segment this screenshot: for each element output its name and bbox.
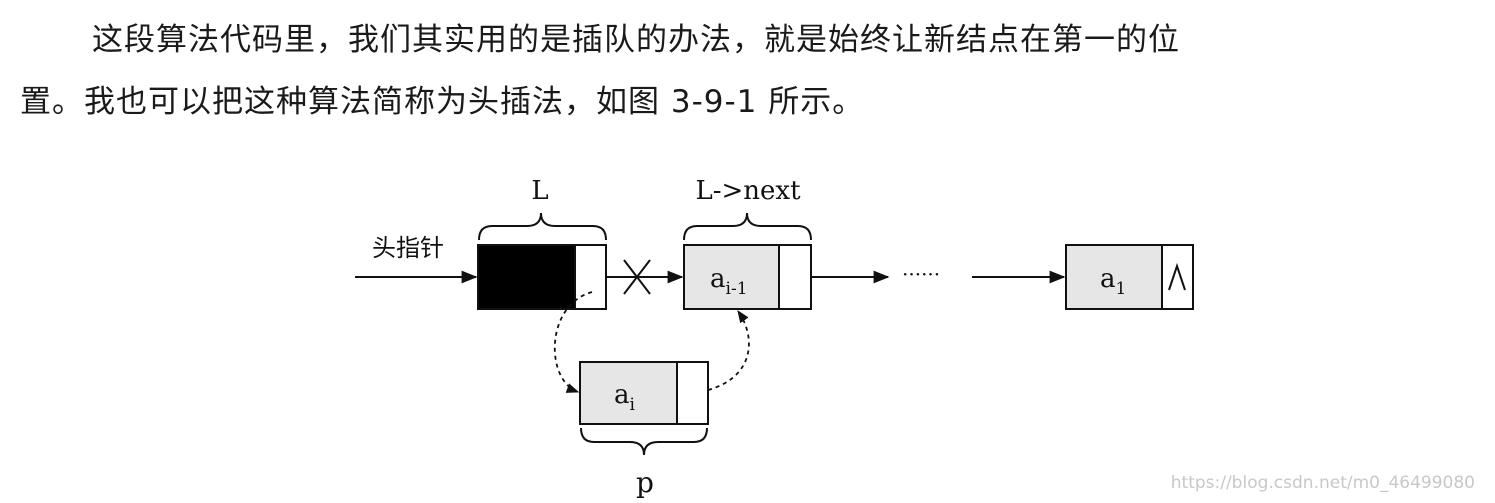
paragraph-line-2: 置。我也可以把这种算法简称为头插法，如图 3-9-1 所示。 (20, 84, 865, 120)
head-pointer-label: 头指针 (372, 234, 444, 262)
head-node (477, 244, 607, 310)
brace-L-next (683, 212, 812, 241)
ellipsis: ······ (902, 262, 940, 286)
node-a-i-minus-1-label: ai-1 (710, 264, 748, 299)
node-a-1-label: a1 (1100, 264, 1126, 299)
label-L: L (531, 176, 548, 206)
watermark: https://blog.csdn.net/m0_46499080 (1170, 473, 1475, 493)
node-a-1-next-cell (1161, 244, 1194, 310)
node-a-1-data-cell (1065, 244, 1163, 310)
node-a-1: a1 (1065, 244, 1194, 310)
paragraph-line-1: 这段算法代码里，我们其实用的是插队的办法，就是始终让新结点在第一的位 (92, 22, 1180, 58)
node-a-i-minus-1: ai-1 (683, 244, 812, 310)
node-a-i: ai (579, 361, 709, 425)
label-L-next: L->next (695, 176, 801, 206)
head-node-data-cell (477, 244, 576, 310)
brace-p (580, 427, 708, 456)
null-symbol (1168, 262, 1186, 291)
brace-L (478, 212, 607, 241)
node-a-i-minus-1-next-cell (778, 244, 812, 310)
head-node-next-cell (574, 244, 607, 310)
label-p: p (636, 466, 654, 499)
dashed-link-ai-to-ai-minus-1 (707, 309, 750, 391)
cross-mark (623, 259, 651, 295)
dashed-link-head-to-ai (553, 291, 593, 393)
node-a-i-label: ai (614, 380, 636, 415)
node-a-i-next-cell (676, 361, 709, 425)
node-a-i-minus-1-data-cell (683, 244, 780, 310)
